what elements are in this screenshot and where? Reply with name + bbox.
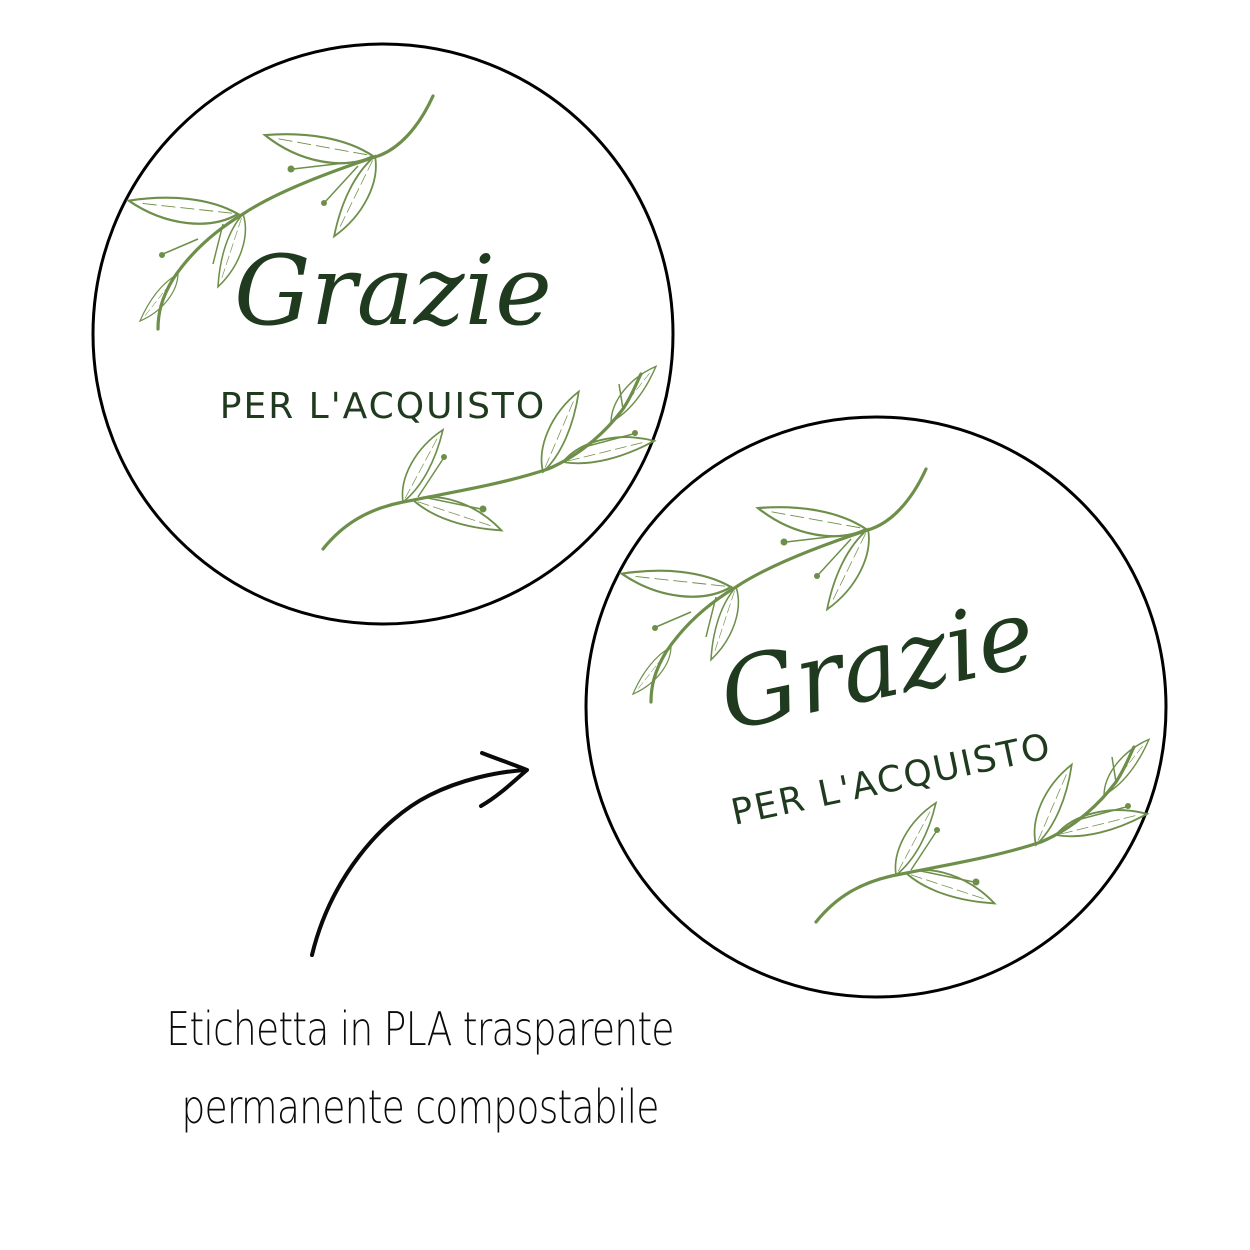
caption-line-1: Etichetta in PLA trasparente	[166, 1002, 674, 1056]
sticker-outline	[584, 415, 1168, 999]
sticker-outline	[91, 42, 675, 626]
sticker-subtitle: PER L'ACQUISTO	[220, 386, 546, 427]
curved-arrow-icon	[310, 751, 529, 957]
product-caption: Etichetta in PLA trasparente permanente …	[158, 990, 683, 1146]
sticker-back: Grazie PER L'ACQUISTO	[584, 415, 1168, 999]
sticker-front: Grazie PER L'ACQUISTO	[91, 42, 675, 626]
caption-line-2: permanente compostabile	[181, 1080, 659, 1134]
sticker-title: Grazie	[234, 235, 552, 347]
